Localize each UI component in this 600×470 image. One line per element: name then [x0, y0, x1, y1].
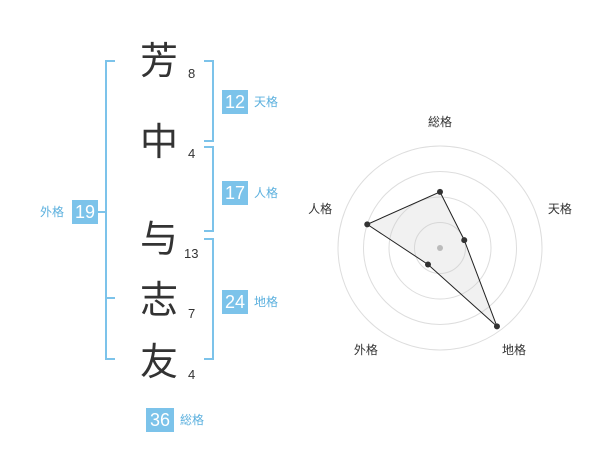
gaikaku-score: 19 [72, 200, 98, 224]
tenkaku-label: 天格 [254, 95, 279, 109]
radar-axis-label-3: 地格 [502, 342, 526, 357]
radar-ring-4 [337, 145, 543, 351]
name-char-1: 芳 [140, 39, 179, 83]
chikaku-bracket [204, 238, 214, 360]
chikaku-label: 地格 [254, 295, 279, 309]
radar-ring-1 [414, 222, 466, 274]
gaikaku-bracket-divider [105, 297, 115, 299]
radar-point-3 [493, 323, 500, 330]
name-char-3: 与 [140, 217, 179, 261]
radar-data-area [366, 191, 498, 327]
radar-points [364, 188, 500, 330]
name-char-4: 志 [140, 278, 179, 322]
radar-axis-label-5: 人格 [308, 201, 332, 216]
radar-axis-label-2: 天格 [548, 201, 572, 216]
stroke-count-2: 4 [188, 146, 196, 161]
jinkaku-bracket [204, 146, 214, 232]
gaikaku-bracket [105, 60, 115, 360]
name-char-5: 友 [140, 340, 179, 384]
chikaku-score: 24 [222, 290, 248, 314]
radar-ring-2 [388, 196, 492, 300]
soukaku-score: 36 [146, 408, 174, 432]
gaikaku-label: 外格 [40, 205, 65, 219]
radar-axis-label-4: 外格 [354, 342, 378, 357]
stroke-count-3: 13 [184, 246, 199, 261]
radar-point-4 [425, 261, 432, 268]
radar-center-dot [437, 245, 443, 251]
radar-point-5 [364, 221, 371, 228]
radar-rings [337, 145, 543, 351]
jinkaku-label: 人格 [254, 186, 279, 200]
stroke-count-4: 7 [188, 306, 196, 321]
radar-point-2 [461, 237, 468, 244]
radar-point-1 [437, 188, 443, 195]
tenkaku-score: 12 [222, 90, 248, 114]
name-char-2: 中 [140, 120, 179, 164]
radar-ring-3 [363, 171, 517, 325]
stroke-count-1: 8 [188, 66, 196, 81]
tenkaku-bracket [204, 60, 214, 142]
gaikaku-connector [97, 211, 107, 213]
radar-axis-label-1: 総格 [428, 114, 452, 129]
jinkaku-score: 17 [222, 181, 248, 205]
soukaku-label: 総格 [180, 413, 205, 427]
stroke-count-5: 4 [188, 367, 196, 382]
